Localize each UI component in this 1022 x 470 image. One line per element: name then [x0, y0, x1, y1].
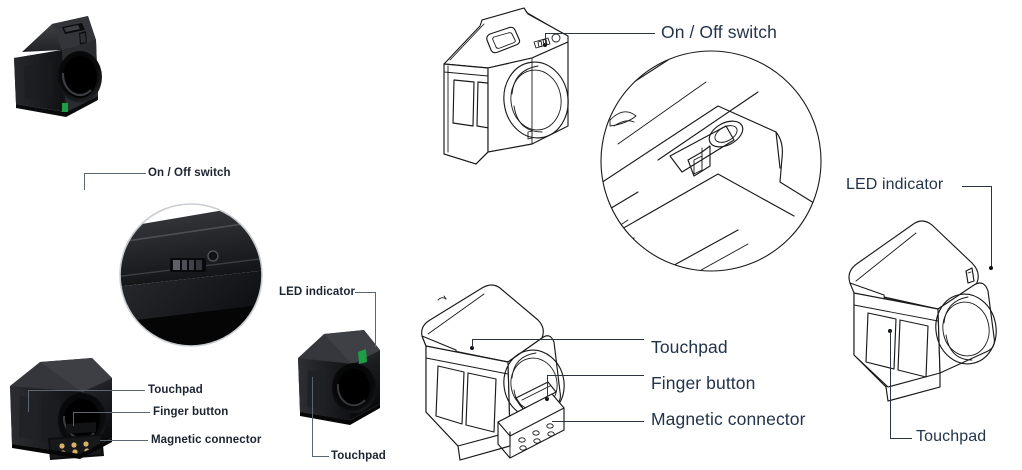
leader-dot-touchpad-line [470, 346, 474, 350]
label-finger-button-line: Finger button [651, 373, 756, 393]
label-on-off-switch-photo: On / Off switch [148, 167, 231, 179]
leader-on-off-switch-photo-v [84, 173, 85, 190]
label-finger-button-photo: Finger button [153, 406, 229, 418]
inset-ring [600, 50, 822, 272]
label-touchpad-led-photo: Touchpad [331, 450, 386, 462]
label-magnetic-connector-line: Magnetic connector [651, 409, 806, 429]
photo-device-top-angle [0, 0, 290, 145]
label-touchpad-photo: Touchpad [148, 384, 203, 396]
label-led-indicator-line: LED indicator [846, 176, 944, 193]
inset-ring [119, 203, 263, 347]
leader-finger-button-photo-h [73, 412, 150, 413]
label-led-indicator-photo: LED indicator [279, 286, 356, 298]
line-drawing-device-front-angle [412, 272, 602, 470]
leader-touchpad-right-line-h [890, 438, 912, 439]
leader-led-indicator-line-h [962, 186, 992, 187]
leader-led-indicator-photo-h [355, 292, 376, 293]
leader-led-indicator-photo-v [375, 292, 376, 347]
leader-touchpad-line-h [472, 339, 644, 340]
led-indicator-marker [358, 349, 367, 364]
line-drawing-device-top-angle [428, 2, 608, 182]
leader-on-off-switch-line-h [545, 33, 655, 34]
leader-touchpad-led-photo-h [312, 456, 329, 457]
leader-touchpad-led-photo-v [312, 377, 313, 456]
leader-touchpad-photo-h [28, 390, 145, 391]
label-on-off-switch-line: On / Off switch [661, 22, 777, 42]
label-touchpad-right-line: Touchpad [916, 428, 987, 445]
leader-touchpad-right-line-v [890, 331, 891, 438]
photo-device-front-angle [4, 352, 144, 470]
leader-magnetic-connector-line-h [552, 421, 644, 422]
leader-dot-finger-button-line [545, 397, 549, 401]
leader-on-off-switch-line-v [545, 33, 546, 45]
leader-finger-button-line-h [547, 375, 644, 376]
leader-touchpad-line-v [472, 339, 473, 348]
magnified-switch-inset-photo [116, 200, 266, 350]
led-indicator-marker [62, 103, 68, 112]
leader-on-off-switch-photo-h [84, 173, 146, 174]
leader-magnetic-connector-photo-h [100, 440, 148, 441]
photo-device-led-angle [290, 318, 395, 448]
leader-led-indicator-line-v [991, 186, 992, 268]
label-touchpad-line: Touchpad [651, 337, 728, 357]
label-magnetic-connector-photo: Magnetic connector [151, 434, 262, 446]
leader-finger-button-line-v [547, 375, 548, 399]
line-drawing-device-led-angle [838, 205, 1022, 425]
leader-touchpad-photo-v [28, 390, 29, 412]
leader-dot-on-off-switch [543, 43, 547, 47]
magnified-switch-inset-line [598, 48, 824, 274]
leader-dot-led-indicator-line [989, 266, 993, 270]
leader-finger-button-photo-v [73, 412, 74, 426]
